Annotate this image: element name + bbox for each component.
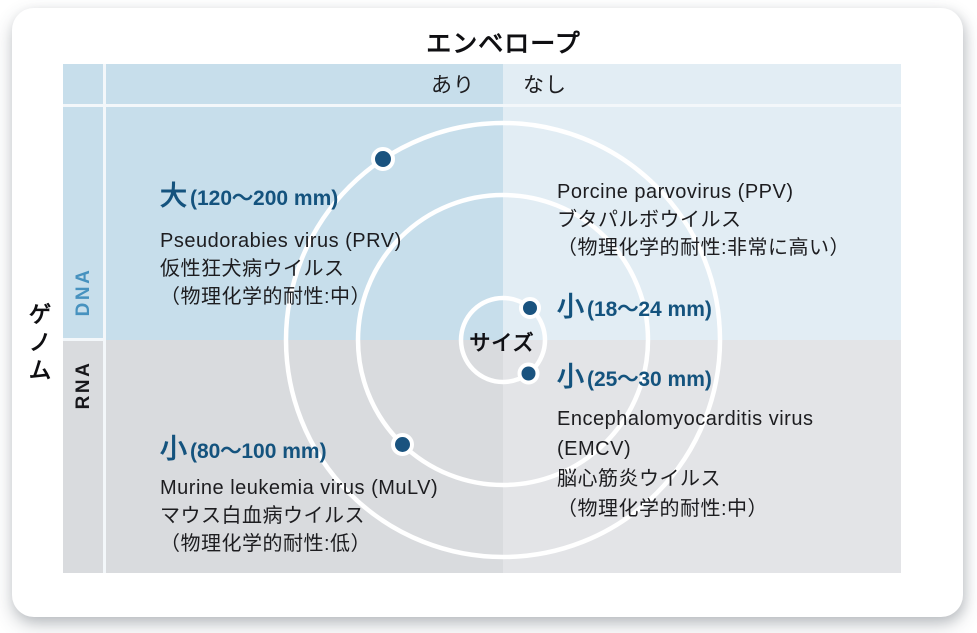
quadrant-rna-nonenveloped-text: 小(25〜30 mm) Encephalomyocarditis virus (…: [557, 362, 857, 524]
size-rings-overlay: [283, 120, 723, 560]
size-ring-medium: [355, 192, 651, 488]
quadrant-dna-enveloped-text: 大(120〜200 mm) Pseudorabies virus (PRV) 仮…: [160, 181, 402, 311]
size-ring-small: [458, 295, 548, 385]
mulv-size-kanji: 小: [160, 434, 187, 464]
prv-size-range: (120〜200 mm): [190, 187, 339, 210]
mulv-name-en: Murine leukemia virus (MuLV): [160, 477, 439, 499]
mulv-size-range: (80〜100 mm): [190, 440, 327, 463]
prv-size-line: 大(120〜200 mm): [160, 181, 402, 211]
header-envelope-no: なし: [503, 64, 901, 104]
ppv-size-line: 小(18〜24 mm): [557, 292, 850, 322]
prv-name-en: Pseudorabies virus (PRV): [160, 230, 402, 252]
emcv-size-range: (25〜30 mm): [587, 368, 712, 391]
emcv-size-line: 小(25〜30 mm): [557, 362, 857, 392]
emcv-name-ja: 脳心筋炎ウイルス: [557, 468, 721, 490]
emcv-name-en: Encephalomyocarditis virus (EMCV): [557, 408, 814, 460]
mulv-size-line: 小(80〜100 mm): [160, 434, 438, 464]
emcv-resistance: （物理化学的耐性:中）: [557, 498, 769, 520]
mulv-resistance: （物理化学的耐性:低）: [160, 533, 372, 555]
genome-axis-title: ゲノム: [25, 302, 51, 386]
ppv-size-kanji: 小: [557, 292, 584, 322]
mulv-name-ja: マウス白血病ウイルス: [160, 505, 365, 527]
matrix-grid: あり なし DNA RNA サイズ: [63, 64, 901, 573]
ppv-size-range: (18〜24 mm): [587, 298, 712, 321]
emcv-size-kanji: 小: [557, 362, 584, 392]
quadrant-dna-enveloped-bg: [106, 107, 503, 340]
quadrant-dna-nonenveloped-text: Porcine parvovirus (PPV) ブタパルボウイルス （物理化学…: [557, 178, 850, 322]
ppv-name-en: Porcine parvovirus (PPV): [557, 181, 794, 203]
mulv-size-dot: [391, 433, 414, 456]
quadrant-rna-enveloped-bg: [106, 340, 503, 573]
header-envelope-yes: あり: [106, 64, 503, 104]
genome-rna-cell: [63, 341, 103, 573]
envelope-yes-label: あり: [431, 74, 475, 97]
ppv-size-dot: [519, 297, 541, 319]
prv-size-dot: [371, 147, 395, 171]
quadrant-dna-nonenveloped-bg: [503, 107, 901, 340]
diagram-card: エンベロープ ゲノム あり なし DNA RNA: [12, 8, 963, 617]
quadrant-rna-enveloped-text: 小(80〜100 mm) Murine leukemia virus (MuLV…: [160, 434, 438, 558]
emcv-size-dot: [517, 362, 540, 385]
prv-size-kanji: 大: [160, 181, 187, 211]
ppv-name-ja: ブタパルボウイルス: [557, 209, 742, 231]
size-ring-large: [283, 120, 723, 560]
corner-cell: [63, 64, 103, 104]
envelope-axis-title: エンベロープ: [426, 30, 581, 58]
size-axis-label: サイズ: [469, 332, 535, 355]
quadrant-rna-nonenveloped-bg: [503, 340, 901, 573]
genome-dna-cell: [63, 107, 103, 338]
prv-resistance: （物理化学的耐性:中）: [160, 286, 372, 308]
envelope-no-label: なし: [523, 74, 567, 97]
ppv-resistance: （物理化学的耐性:非常に高い）: [557, 237, 851, 259]
prv-name-ja: 仮性狂犬病ウイルス: [160, 258, 345, 280]
